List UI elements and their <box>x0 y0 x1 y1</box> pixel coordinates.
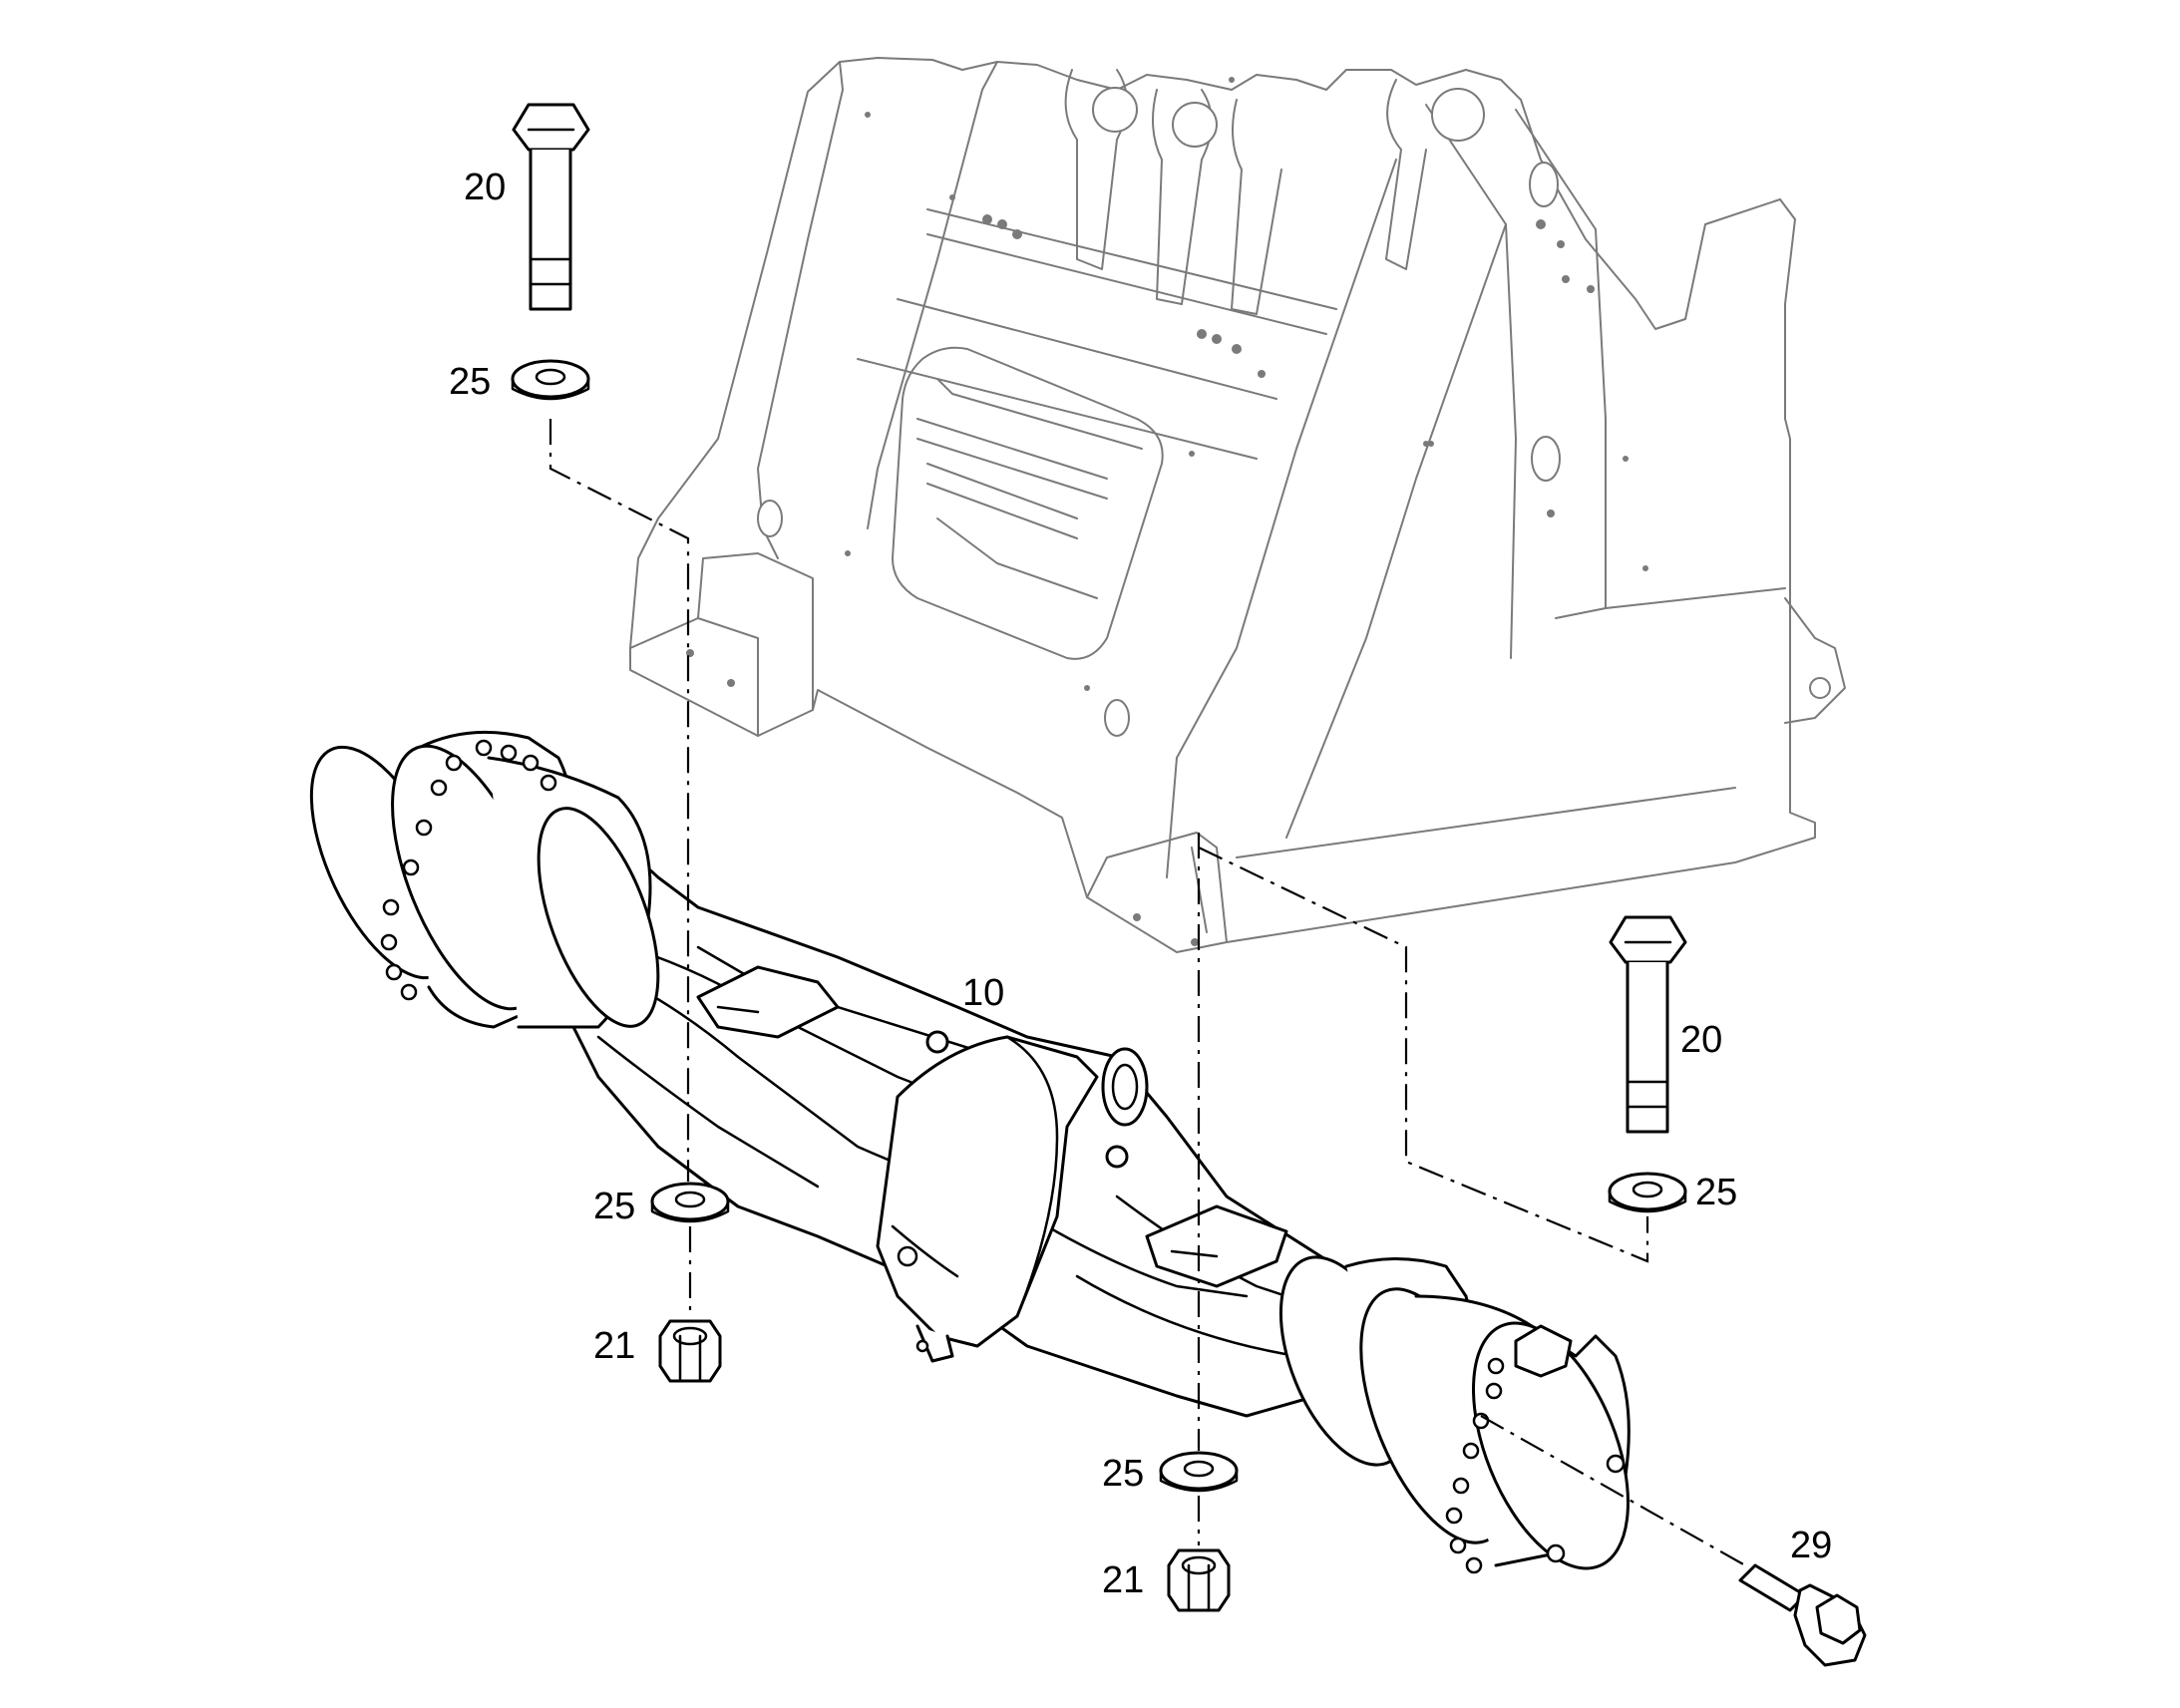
callout-nut-bottom-center: 21 <box>1102 1559 1144 1601</box>
callout-axle: 10 <box>962 972 1004 1014</box>
washer-bottom-center <box>1159 1451 1239 1493</box>
callout-washer-bottom-center: 25 <box>1102 1453 1144 1495</box>
right-wheel-hub <box>1278 1255 1631 1574</box>
loader-frame <box>629 57 1846 953</box>
callouts: 10 20 25 20 25 25 21 25 21 29 <box>449 167 1832 1601</box>
frame-holes <box>686 77 1648 946</box>
callout-nut-bottom-left: 21 <box>593 1325 635 1367</box>
alignment-leaders <box>548 419 1746 1566</box>
wheel-bolt <box>1738 1563 1867 1667</box>
callout-washer-bottom-left: 25 <box>593 1186 635 1227</box>
left-wheel-hub <box>309 730 660 1029</box>
callout-washer-right: 25 <box>1695 1172 1737 1213</box>
washer-right <box>1608 1172 1687 1213</box>
washer-top-left <box>511 359 590 401</box>
nut-bottom-center <box>1167 1548 1231 1612</box>
callout-wheel-bolt: 29 <box>1790 1525 1832 1566</box>
callout-washer-top-left: 25 <box>449 361 491 403</box>
washer-bottom-left <box>650 1182 730 1223</box>
callout-bolt-right: 20 <box>1680 1019 1722 1061</box>
bolt-right <box>1609 915 1687 1134</box>
axle-assembly <box>309 730 1631 1574</box>
callout-bolt-top-left: 20 <box>464 167 506 208</box>
bolt-top-left <box>512 103 590 311</box>
nut-bottom-left <box>658 1319 722 1383</box>
left-hub-bolts <box>380 739 557 1001</box>
